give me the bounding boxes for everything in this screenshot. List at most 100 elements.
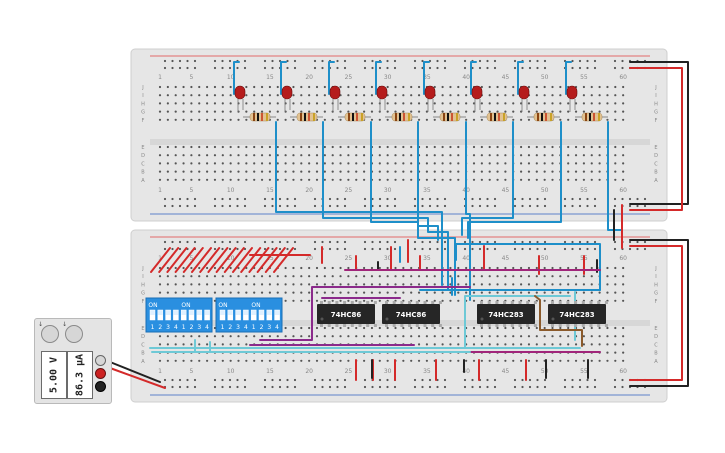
bottom-hole[interactable] (260, 291, 264, 294)
top-hole[interactable] (174, 110, 177, 113)
bottom-hole[interactable] (496, 335, 499, 338)
bottom-hole[interactable] (567, 326, 570, 330)
bottom-hole[interactable] (386, 275, 389, 278)
bottom-hole[interactable] (292, 266, 295, 270)
top-hole[interactable] (323, 154, 326, 157)
bottom-hole[interactable] (308, 326, 311, 330)
top-hole[interactable] (237, 145, 240, 149)
top-hole[interactable] (535, 102, 538, 105)
bottom-rail-hole[interactable] (278, 385, 282, 389)
led[interactable] (234, 85, 246, 100)
bottom-rail-hole[interactable] (393, 247, 397, 251)
bottom-rail-hole[interactable] (443, 247, 447, 251)
top-hole[interactable] (166, 154, 169, 157)
bottom-rail-hole[interactable] (263, 378, 267, 382)
top-hole[interactable] (433, 85, 436, 89)
top-rail-hole[interactable] (271, 197, 274, 201)
top-rail-hole[interactable] (313, 66, 317, 70)
top-hole[interactable] (441, 145, 444, 149)
bottom-hole[interactable] (174, 275, 177, 278)
bottom-hole[interactable] (394, 275, 397, 278)
top-rail-hole[interactable] (443, 197, 447, 201)
top-hole[interactable] (622, 110, 625, 113)
top-hole[interactable] (229, 162, 232, 165)
bottom-hole[interactable] (457, 335, 460, 338)
led[interactable] (566, 85, 578, 100)
top-rail-hole[interactable] (178, 59, 182, 63)
bottom-hole[interactable] (182, 283, 185, 286)
top-hole[interactable] (315, 110, 319, 113)
top-hole[interactable] (457, 110, 460, 113)
top-hole[interactable] (245, 94, 248, 97)
bottom-hole[interactable] (174, 359, 177, 362)
bottom-rail-hole[interactable] (271, 247, 274, 251)
top-hole[interactable] (449, 178, 452, 181)
bottom-hole[interactable] (480, 275, 483, 278)
top-hole[interactable] (158, 110, 162, 113)
dip-pull-wire[interactable] (256, 247, 278, 273)
top-hole[interactable] (221, 154, 224, 157)
bottom-hole[interactable] (315, 291, 319, 294)
top-rail-hole[interactable] (178, 197, 182, 201)
bottom-rail-hole[interactable] (543, 247, 547, 251)
bottom-hole[interactable] (433, 266, 436, 270)
bottom-hole[interactable] (410, 283, 413, 286)
top-hole[interactable] (598, 85, 601, 89)
led-blue-wire[interactable] (423, 61, 430, 95)
top-hole[interactable] (433, 178, 436, 181)
bottom-hole[interactable] (276, 291, 279, 294)
top-hole[interactable] (598, 102, 601, 105)
bottom-hole[interactable] (590, 326, 593, 330)
bottom-rail-hole[interactable] (471, 385, 474, 389)
bottom-hole[interactable] (284, 275, 287, 278)
bottom-hole[interactable] (582, 291, 586, 294)
top-hole[interactable] (276, 162, 279, 165)
bottom-hole[interactable] (331, 275, 334, 278)
top-hole[interactable] (213, 102, 217, 105)
top-rail-hole[interactable] (313, 59, 317, 63)
bottom-hole[interactable] (347, 283, 350, 286)
top-hole[interactable] (488, 85, 491, 89)
bottom-rail-hole[interactable] (328, 385, 332, 389)
bottom-hole[interactable] (417, 326, 421, 330)
top-rail-hole[interactable] (393, 204, 397, 208)
top-hole[interactable] (347, 154, 350, 157)
top-hole[interactable] (347, 94, 350, 97)
top-hole[interactable] (520, 154, 523, 157)
bottom-hole[interactable] (394, 326, 397, 330)
bottom-hole[interactable] (606, 335, 609, 338)
top-hole[interactable] (206, 94, 209, 97)
top-rail-hole[interactable] (636, 204, 639, 208)
top-hole[interactable] (253, 85, 256, 89)
top-rail-hole[interactable] (443, 59, 447, 63)
bottom-hole[interactable] (292, 335, 295, 338)
bottom-hole[interactable] (315, 283, 319, 286)
bottom-rail-hole[interactable] (613, 240, 617, 244)
top-hole[interactable] (323, 102, 326, 105)
top-hole[interactable] (582, 145, 586, 149)
top-rail-hole[interactable] (536, 59, 539, 63)
top-rail-hole[interactable] (163, 197, 167, 201)
bottom-rail-hole[interactable] (336, 240, 339, 244)
bottom-rail-hole[interactable] (586, 385, 589, 389)
top-rail-hole[interactable] (363, 204, 367, 208)
top-rail-hole[interactable] (293, 204, 297, 208)
bottom-hole[interactable] (268, 283, 271, 286)
top-hole[interactable] (480, 145, 483, 149)
bottom-hole[interactable] (496, 291, 499, 294)
top-hole[interactable] (355, 154, 358, 157)
bottom-hole[interactable] (182, 359, 185, 362)
top-hole[interactable] (622, 85, 625, 89)
top-hole[interactable] (559, 94, 562, 97)
top-rail-hole[interactable] (513, 59, 517, 63)
top-hole[interactable] (363, 162, 366, 165)
top-hole[interactable] (245, 110, 248, 113)
bottom-hole[interactable] (590, 291, 593, 294)
bottom-rail-hole[interactable] (378, 385, 382, 389)
bottom-rail-hole[interactable] (528, 247, 532, 251)
bottom-hole[interactable] (190, 359, 193, 362)
top-rail-hole[interactable] (463, 59, 467, 63)
top-rail-hole[interactable] (343, 59, 347, 63)
top-hole[interactable] (449, 110, 452, 113)
top-hole[interactable] (174, 145, 177, 149)
